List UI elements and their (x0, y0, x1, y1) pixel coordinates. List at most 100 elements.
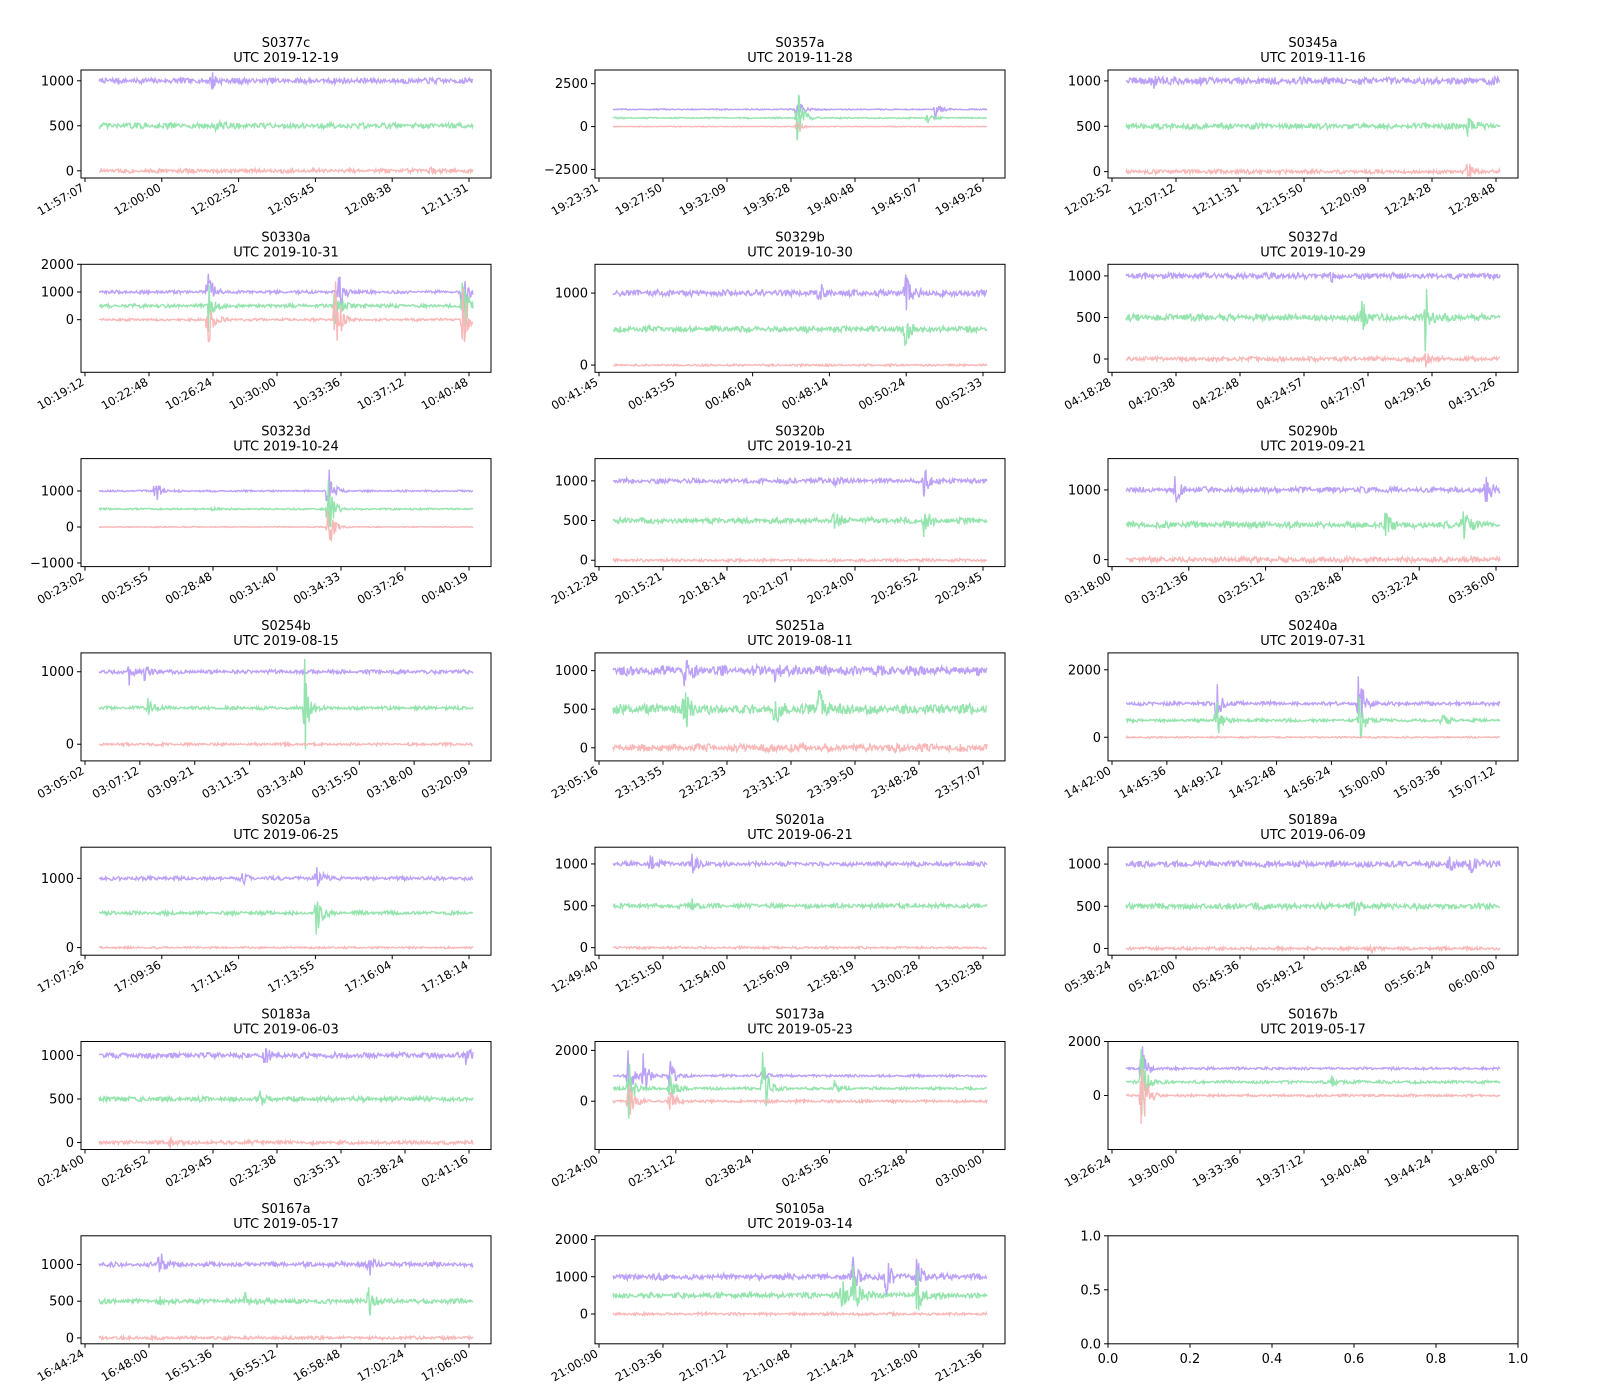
x-tick-label: 21:21:36 (933, 1346, 985, 1384)
vertical-trace (1125, 1046, 1501, 1079)
east-trace (612, 741, 988, 755)
subplot-title: S0357a (775, 36, 824, 51)
y-tick-label: 500 (49, 1295, 74, 1310)
vertical-trace (612, 853, 988, 874)
x-tick-label: 03:05:02 (35, 763, 87, 801)
x-tick-label: 12:56:09 (741, 958, 793, 996)
x-tick-label: 12:58:19 (805, 958, 857, 996)
vertical-trace (98, 72, 474, 90)
subplot-title: S0329b (775, 230, 825, 245)
east-trace (612, 944, 988, 951)
x-tick-label: 12:24:28 (1382, 180, 1434, 218)
axis-frame (1107, 846, 1519, 956)
y-tick-label: 0 (66, 1331, 74, 1346)
north-trace (1125, 899, 1501, 917)
x-tick-label: 12:49:40 (549, 958, 601, 996)
x-tick-label: 12:02:52 (1062, 180, 1114, 218)
y-tick-label: 1000 (41, 665, 74, 680)
x-tick-label: 0.0 (1098, 1352, 1119, 1367)
x-tick-label: 0.4 (1262, 1352, 1283, 1367)
subplot-title: S0330a (261, 230, 310, 245)
y-tick-label: 500 (563, 899, 588, 914)
subplot-subtitle: UTC 2019-08-11 (747, 634, 852, 649)
subplot-subtitle: UTC 2019-10-30 (747, 245, 852, 260)
x-tick-label: 10:40:48 (419, 375, 471, 413)
x-tick-label: 13:02:38 (933, 958, 985, 996)
x-tick-label: 21:07:12 (677, 1346, 729, 1384)
subplot-subtitle: UTC 2019-10-21 (747, 440, 852, 455)
y-tick-label: 0 (66, 738, 74, 753)
x-tick-label: 15:03:36 (1391, 763, 1443, 801)
axis-frame (80, 846, 492, 956)
x-tick-label: 03:13:40 (254, 763, 306, 801)
y-tick-label: 0 (1093, 731, 1101, 746)
subplot-title: S0377c (262, 36, 310, 51)
axis-frame (594, 846, 1006, 956)
y-tick-label: 0 (1093, 353, 1101, 368)
subplot-title: S0205a (261, 813, 310, 828)
x-tick-label: 04:29:16 (1382, 375, 1434, 413)
vertical-trace (98, 469, 474, 504)
y-tick-label: 1000 (1068, 74, 1101, 89)
east-trace (612, 362, 988, 368)
x-tick-label: 03:25:12 (1215, 569, 1267, 607)
east-trace (98, 944, 474, 951)
axis-frame (594, 1235, 1006, 1345)
x-tick-label: 16:44:24 (35, 1346, 87, 1384)
axis-frame (80, 1235, 492, 1345)
y-tick-label: 1000 (555, 474, 588, 489)
vertical-trace (1125, 476, 1501, 503)
y-tick-label: 500 (49, 1092, 74, 1107)
x-tick-label: 17:02:24 (355, 1346, 407, 1384)
y-tick-label: 0 (580, 120, 588, 135)
axis-frame (1107, 69, 1519, 179)
x-tick-label: 03:20:09 (419, 763, 471, 801)
subplot-title: S0323d (261, 425, 311, 440)
x-tick-label: 17:16:04 (342, 958, 394, 996)
y-tick-label: 0 (1093, 942, 1101, 957)
y-tick-label: 500 (1076, 120, 1101, 135)
x-tick-label: 04:24:57 (1254, 375, 1306, 413)
x-tick-label: 03:18:00 (1062, 569, 1114, 607)
east-trace (612, 121, 987, 133)
x-tick-label: 00:41:45 (549, 375, 601, 413)
axis-frame (1107, 1235, 1519, 1345)
axis-frame (80, 458, 492, 568)
x-tick-label: 03:15:50 (309, 763, 361, 801)
vertical-trace (612, 1256, 988, 1295)
north-trace (1125, 511, 1501, 540)
x-tick-label: 04:22:48 (1190, 375, 1242, 413)
x-tick-label: 12:20:09 (1318, 180, 1370, 218)
x-tick-label: 12:28:48 (1446, 180, 1498, 218)
vertical-trace (1125, 74, 1501, 89)
axis-frame (1107, 263, 1519, 373)
x-tick-label: 00:34:33 (291, 569, 343, 607)
y-tick-label: 1000 (41, 285, 74, 300)
axis-frame (80, 652, 492, 762)
y-tick-label: 2500 (555, 77, 588, 92)
y-tick-label: 1000 (41, 1258, 74, 1273)
north-trace (98, 282, 474, 333)
x-tick-label: 17:18:14 (419, 958, 471, 996)
y-tick-label: 2000 (1068, 1035, 1101, 1050)
y-tick-label: 2000 (1068, 663, 1101, 678)
x-tick-label: 12:07:12 (1126, 180, 1178, 218)
subplot-title: S0167a (261, 1202, 310, 1217)
x-tick-label: 10:37:12 (355, 375, 407, 413)
x-tick-label: 19:30:00 (1126, 1152, 1178, 1190)
vertical-trace (1125, 676, 1501, 719)
x-tick-label: 15:07:12 (1446, 763, 1498, 801)
y-tick-label: 0 (580, 1308, 588, 1323)
x-tick-label: 02:45:36 (779, 1152, 831, 1190)
x-tick-label: 19:40:48 (1318, 1152, 1370, 1190)
y-tick-label: 0 (580, 1095, 588, 1110)
y-tick-label: 0 (580, 941, 588, 956)
